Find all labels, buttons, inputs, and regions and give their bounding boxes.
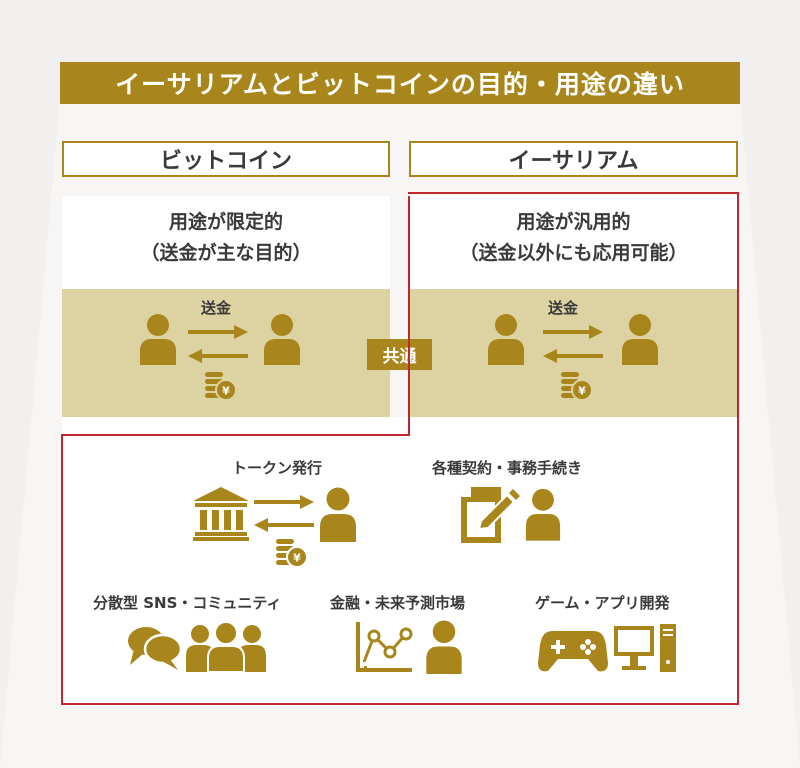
line-graph-icon — [356, 622, 413, 672]
bank-icon — [193, 487, 249, 541]
ethereum-purpose-line2: （送金以外にも応用可能） — [459, 242, 688, 264]
person-icon — [525, 488, 561, 541]
person-icon — [622, 314, 658, 365]
usecase-sns-label: 分散型 SNS・コミュニティ — [93, 594, 282, 612]
arrow-right-icon — [543, 325, 603, 339]
arrow-left-icon — [254, 518, 314, 532]
ethereum-purpose-line1: 用途が汎用的 — [516, 211, 631, 233]
svg-text:¥: ¥ — [222, 385, 230, 398]
speech-bubbles-icon — [128, 627, 182, 670]
person-icon — [264, 314, 300, 365]
bitcoin-purpose-line2: （送金が主な目的） — [140, 242, 312, 264]
yen-coins-icon: ¥ — [205, 372, 237, 401]
arrow-right-icon — [254, 495, 314, 509]
ethereum-transfer-label: 送金 — [548, 299, 579, 317]
usecase-finance-label: 金融・未来予測市場 — [330, 594, 466, 612]
bitcoin-purpose: 用途が限定的 （送金が主な目的） — [62, 207, 390, 269]
svg-text:¥: ¥ — [293, 552, 301, 565]
yen-coins-icon: ¥ — [561, 372, 593, 401]
group-icon — [186, 621, 266, 672]
usecase-contracts-label: 各種契約・事務手続き — [432, 459, 583, 477]
gamepad-icon — [538, 631, 608, 672]
common-badge: 共通 — [367, 339, 432, 370]
usecase-token-label: トークン発行 — [232, 459, 323, 477]
bitcoin-purpose-line1: 用途が限定的 — [168, 211, 283, 233]
person-icon — [426, 620, 462, 674]
bitcoin-transfer-label: 送金 — [201, 299, 232, 317]
person-icon — [320, 487, 356, 542]
bitcoin-header: ビットコイン — [62, 141, 390, 177]
svg-text:¥: ¥ — [578, 385, 586, 398]
page-title: イーサリアムとビットコインの目的・用途の違い — [60, 62, 740, 104]
arrow-right-icon — [188, 325, 248, 339]
arrow-left-icon — [188, 349, 248, 363]
person-icon — [140, 314, 176, 365]
ethereum-purpose: 用途が汎用的 （送金以外にも応用可能） — [409, 207, 738, 269]
desktop-computer-icon — [614, 624, 676, 672]
person-icon — [488, 314, 524, 365]
document-pen-icon — [461, 487, 520, 543]
yen-coins-icon: ¥ — [276, 539, 308, 568]
usecase-games-label: ゲーム・アプリ開発 — [535, 594, 670, 612]
ethereum-header: イーサリアム — [409, 141, 738, 177]
arrow-left-icon — [543, 349, 603, 363]
